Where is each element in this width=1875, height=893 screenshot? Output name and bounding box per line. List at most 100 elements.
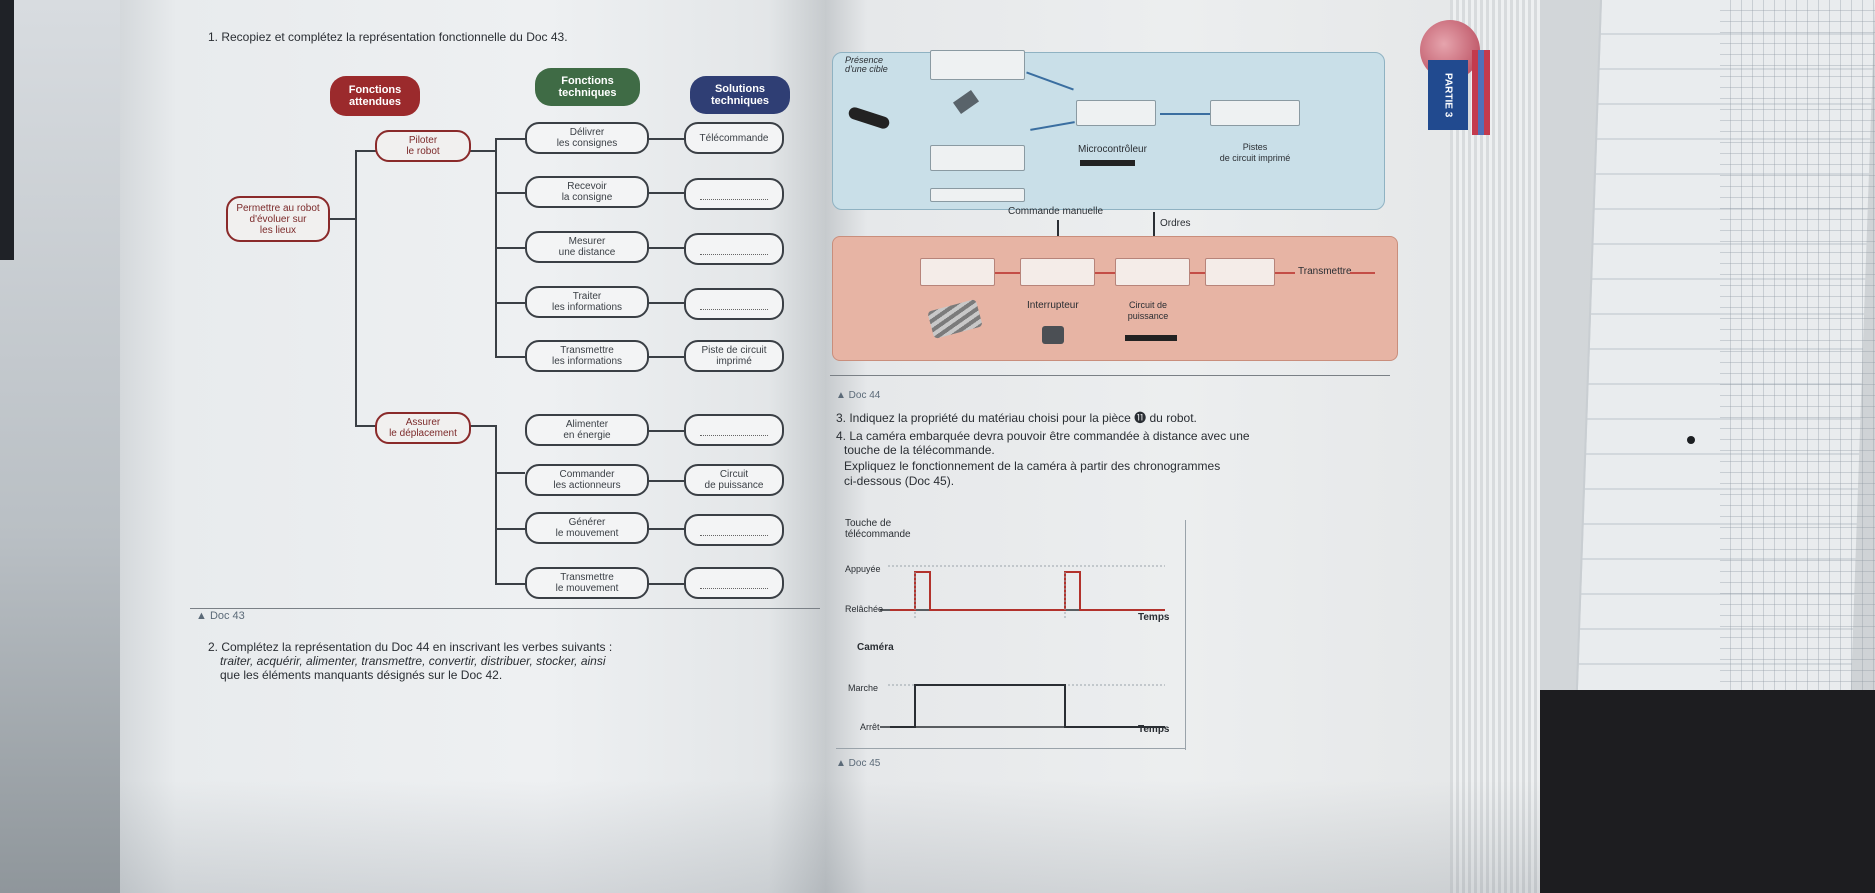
connector xyxy=(495,138,525,140)
connector xyxy=(470,150,495,152)
book-page-edges xyxy=(1450,0,1540,893)
connector xyxy=(495,583,525,585)
header-text: Fonctions xyxy=(561,74,614,87)
st-box-4-blank[interactable] xyxy=(684,288,784,320)
ft-text: les informations xyxy=(551,302,623,313)
interrupteur-label: Interrupteur xyxy=(1027,300,1079,311)
chrono1-low-label: Relâchée xyxy=(845,604,884,614)
header-fonctions-techniques: Fonctions techniques xyxy=(535,68,640,106)
connector xyxy=(495,472,525,474)
ft-text: en énergie xyxy=(563,430,611,441)
divider xyxy=(190,608,820,609)
connector xyxy=(648,138,686,140)
dot-mark xyxy=(1687,436,1695,444)
blank-slot[interactable] xyxy=(1115,258,1190,286)
ft-text: la consigne xyxy=(561,192,613,203)
doc45-caption: ▲ Doc 45 xyxy=(836,758,881,769)
ft-text: Transmettre xyxy=(560,572,614,583)
header-text: Fonctions xyxy=(348,83,402,96)
commande-manuelle-label: Commande manuelle xyxy=(1008,206,1104,217)
connector xyxy=(495,302,525,304)
presence-label: Présence d'une cible xyxy=(845,55,888,75)
st-box-9-blank[interactable] xyxy=(684,567,784,599)
chrono2-signal xyxy=(880,684,1165,728)
connector xyxy=(648,302,686,304)
st-box-8-blank[interactable] xyxy=(684,514,784,546)
tab-stripe xyxy=(1478,50,1484,135)
desk-background xyxy=(0,0,130,893)
partie-badge: PARTIE 3 xyxy=(1428,60,1468,130)
down-arrow xyxy=(1153,212,1155,252)
connector xyxy=(648,430,686,432)
connector xyxy=(325,218,355,220)
circuit-text: Circuit de xyxy=(1128,300,1167,310)
chrono2-low-label: Arrêt xyxy=(860,722,880,732)
root-text: d'évoluer sur xyxy=(249,213,307,225)
flow-arrow xyxy=(1350,272,1375,274)
connector xyxy=(648,583,686,585)
blank-slot[interactable] xyxy=(920,258,995,286)
fa-text: Assurer xyxy=(405,417,441,428)
fa-piloter-box: Piloter le robot xyxy=(375,130,471,162)
pistes-text: Pistes xyxy=(1242,142,1268,152)
st-text: Télécommande xyxy=(699,132,769,144)
circuit-puissance-label: Circuit de puissance xyxy=(1118,300,1178,322)
connector xyxy=(355,425,380,427)
st-text: imprimé xyxy=(716,356,752,367)
blank-slot[interactable] xyxy=(1205,258,1275,286)
blank-slot[interactable] xyxy=(930,145,1025,171)
presence-text: Présence xyxy=(845,55,884,65)
root-text: les lieux xyxy=(259,224,297,236)
blank-slot[interactable] xyxy=(1076,100,1156,126)
chrono2-high-label: Marche xyxy=(848,683,879,693)
flow-arrow xyxy=(1275,272,1295,274)
blank-slot[interactable] xyxy=(1210,100,1300,126)
chrono-border xyxy=(1185,520,1186,750)
ordres-label: Ordres xyxy=(1160,218,1191,229)
ft-text: Alimenter xyxy=(565,419,609,430)
page-shadow xyxy=(120,780,1540,893)
question-2-line-1: 2. Complétez la représentation du Doc 44… xyxy=(208,640,613,654)
ft-text: Traiter xyxy=(572,291,602,302)
connector xyxy=(495,425,497,585)
ft-text: les actionneurs xyxy=(553,480,621,491)
st-box-2-blank[interactable] xyxy=(684,178,784,210)
st-box-3-blank[interactable] xyxy=(684,233,784,265)
pistes-label: Pistes de circuit imprimé xyxy=(1210,142,1300,164)
blank-slot[interactable] xyxy=(930,188,1025,202)
chrono2-title: Caméra xyxy=(857,642,894,653)
chrono2-axis-label: Temps xyxy=(1138,724,1170,735)
ft-text: les informations xyxy=(551,356,623,367)
chrono-title-text: Touche de xyxy=(845,518,892,529)
connector xyxy=(495,247,525,249)
header-text: Solutions xyxy=(714,82,766,95)
header-fonctions-attendues: Fonctions attendues xyxy=(330,76,420,116)
question-1: 1. Recopiez et complétez la représentati… xyxy=(208,30,568,44)
blank-slot[interactable] xyxy=(930,50,1025,80)
connector xyxy=(648,528,686,530)
pistes-text: de circuit imprimé xyxy=(1219,152,1291,163)
circuit-text: puissance xyxy=(1127,310,1169,321)
header-text: techniques xyxy=(558,87,617,99)
tab-stripe xyxy=(1472,50,1478,135)
st-box-6-blank[interactable] xyxy=(684,414,784,446)
connector xyxy=(495,356,525,358)
ft-text: Générer xyxy=(568,517,606,528)
board-icon xyxy=(1125,335,1177,341)
tab-stripe xyxy=(1484,50,1490,135)
fa-text: Piloter xyxy=(408,135,438,146)
ft-text: les consignes xyxy=(556,138,618,149)
flow-arrow xyxy=(1160,113,1210,115)
blank-slot[interactable] xyxy=(1020,258,1095,286)
grid-paper xyxy=(1720,0,1875,690)
fa-text: le robot xyxy=(406,146,440,157)
header-text: techniques xyxy=(710,95,770,107)
chrono1-signal xyxy=(880,565,1165,620)
st-text: de puissance xyxy=(704,480,764,491)
